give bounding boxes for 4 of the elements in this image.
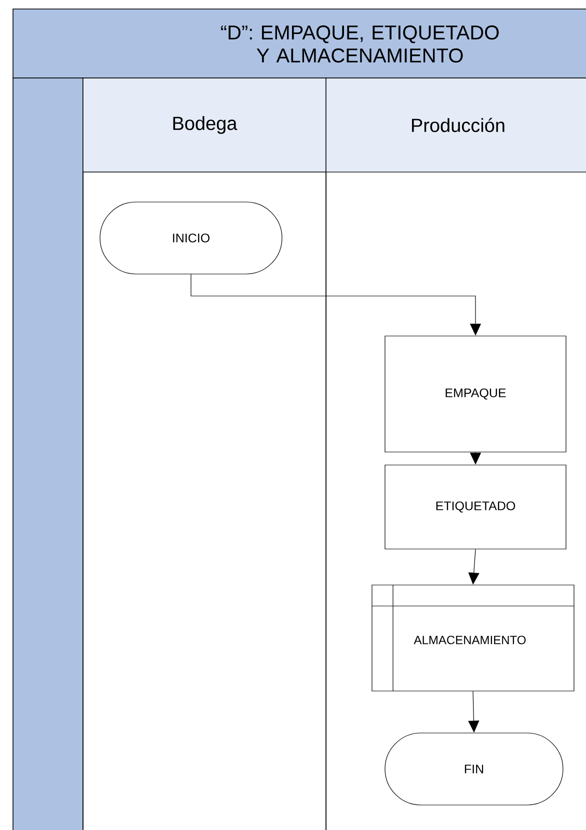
process-box: ETIQUETADO [384,464,566,550]
storage-box: ALMACENAMIENTO [372,584,574,692]
title-band: “D”: EMPAQUE, ETIQUETADO Y ALMACENAMIENTO [12,8,586,78]
process-box: EMPAQUE [384,336,566,452]
